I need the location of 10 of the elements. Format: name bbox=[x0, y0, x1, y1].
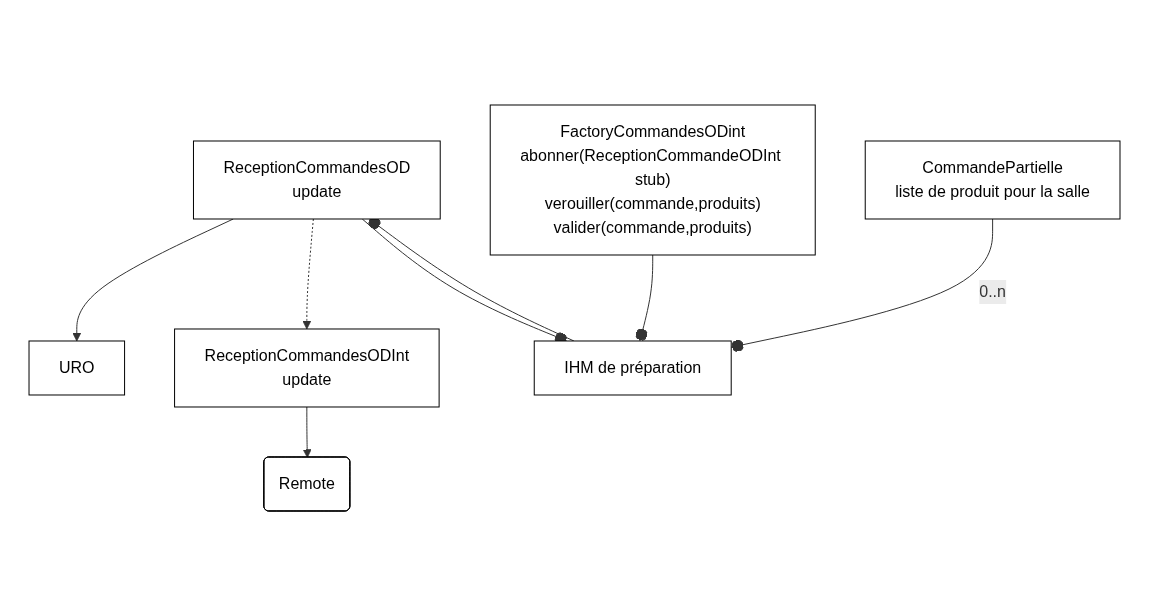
node-box: ReceptionCommandesOD update bbox=[192, 140, 441, 220]
node-box: IHM de préparation bbox=[533, 340, 732, 396]
edge-label: 0..n bbox=[979, 282, 1006, 300]
node-box: ReceptionCommandesODInt update bbox=[174, 328, 440, 408]
arrow bbox=[302, 406, 312, 458]
node-box: FactoryCommandesODint abonner(ReceptionCommandeODInt stub) verouiller(commande,produits) valider(commande,produits) bbox=[489, 104, 816, 256]
node-box: CommandePartielle liste de produit pour la salle bbox=[864, 140, 1121, 220]
connector bbox=[730, 218, 994, 352]
connector bbox=[635, 254, 654, 342]
node-box: URO bbox=[28, 340, 126, 396]
